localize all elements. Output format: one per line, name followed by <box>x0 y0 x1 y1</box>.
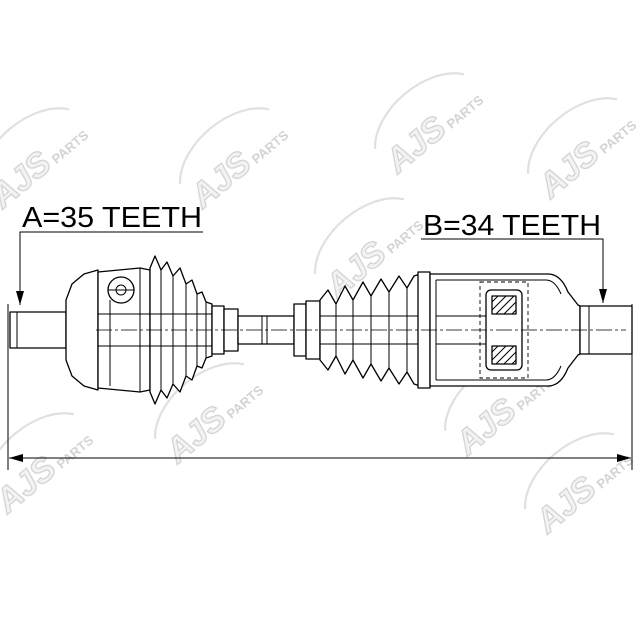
watermark-suffix: PARTS <box>249 127 292 166</box>
watermark-suffix: PARTS <box>54 432 97 471</box>
watermark-suffix: PARTS <box>597 117 640 156</box>
overall-length-dimension <box>7 304 633 470</box>
watermark-brand: AJS <box>448 391 524 463</box>
watermark-logo: AJS PARTS <box>0 107 92 217</box>
tripod-roller-top-hatch <box>491 295 517 315</box>
spline-a-leader <box>16 231 203 305</box>
watermark-logo: AJS PARTS <box>524 432 637 542</box>
watermark-brand: AJS <box>158 399 234 471</box>
spline-b-callout: B=34 TEETH <box>421 210 607 303</box>
spline-a-teeth-label: A=35 TEETH <box>22 202 202 234</box>
watermark-suffix: PARTS <box>444 92 487 131</box>
watermark-suffix: PARTS <box>49 127 92 166</box>
watermark-logo: AJS PARTS <box>527 97 640 207</box>
watermark-logo: AJS PARTS <box>0 412 97 522</box>
watermark-suffix: PARTS <box>384 217 427 256</box>
outer-stub-shaft <box>9 311 67 349</box>
outer-joint-collar <box>65 269 99 391</box>
watermark-brand: AJS <box>378 109 454 181</box>
spline-b-teeth-label: B=34 TEETH <box>423 210 601 242</box>
watermark-logo: AJS PARTS <box>374 72 487 182</box>
watermark-logo: AJS PARTS <box>179 107 292 217</box>
spline-a-callout: A=35 TEETH <box>16 202 203 305</box>
tripod-roller-bottom-hatch <box>491 345 517 365</box>
spline-b-leader <box>421 238 607 303</box>
watermark-brand: AJS <box>528 469 604 541</box>
watermark-brand: AJS <box>531 134 607 206</box>
watermark-suffix: PARTS <box>224 382 267 421</box>
